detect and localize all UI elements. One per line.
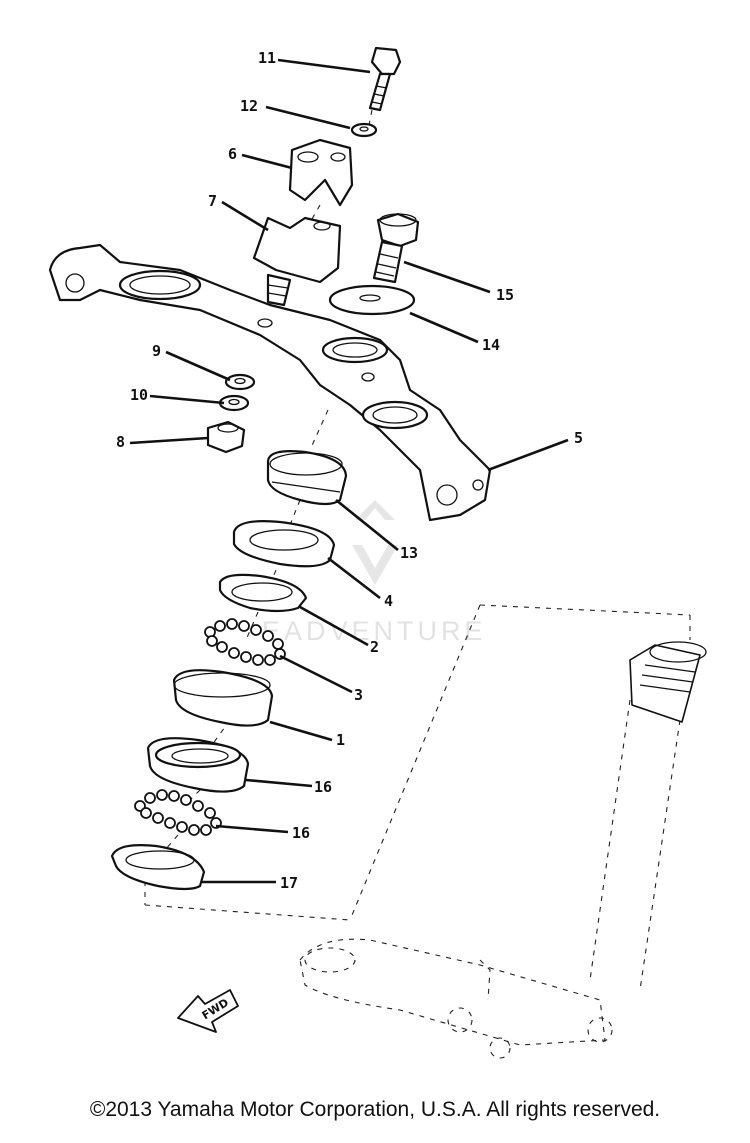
bolt-part-15	[372, 212, 420, 284]
callout-9: 9	[152, 342, 161, 360]
callout-13: 13	[400, 544, 418, 562]
washer-part-14	[328, 284, 416, 316]
callout-10: 10	[130, 386, 148, 404]
watermark-text: EADVENTURE	[262, 616, 487, 646]
callout-2: 2	[370, 638, 379, 656]
callout-16-race: 16	[314, 778, 332, 796]
callout-15-upper: 15	[496, 286, 514, 304]
handlebar-holder-upper-part-6	[288, 138, 354, 207]
cap-nut-part-8	[206, 420, 246, 454]
ball-race-part-1	[172, 669, 274, 727]
bearing-cover-part-4	[232, 520, 336, 568]
ball-bearings-part-16	[134, 789, 222, 836]
dust-seal-part-17	[110, 844, 206, 891]
nut-part-9	[224, 373, 256, 391]
washer-part-10	[218, 394, 250, 412]
callout-12: 12	[240, 97, 258, 115]
callout-4: 4	[384, 592, 393, 610]
watermark-logo: EADVENTURE	[262, 500, 487, 646]
callout-17: 17	[280, 874, 298, 892]
steering-stem	[299, 641, 707, 1059]
callout-labels: 11 12 6 7 15 14 9 10 8 5 13 4 2 3 1 16 1…	[116, 49, 583, 892]
callout-5: 5	[574, 429, 583, 447]
bolt-part-11	[368, 46, 402, 112]
leader-lines	[129, 58, 569, 884]
callout-7: 7	[208, 192, 217, 210]
callout-11: 11	[258, 49, 276, 67]
upper-bracket-part-5	[48, 243, 492, 522]
steering-parts-diagram: EADVENTURE	[48, 46, 707, 1059]
ring-nut-part-13	[266, 450, 348, 506]
washer-part-12	[350, 122, 378, 138]
callout-3: 3	[354, 686, 363, 704]
steering-stem-outline	[144, 604, 691, 921]
ball-race-part-16	[146, 737, 250, 793]
handlebar-holder-lower-part-7	[252, 216, 342, 307]
callout-8: 8	[116, 433, 125, 451]
ball-bearings-part-3	[204, 618, 286, 666]
fwd-arrow-icon: FWD	[177, 989, 239, 1033]
callout-1: 1	[336, 731, 345, 749]
callout-14: 14	[482, 336, 500, 354]
bearing-race-part-2	[218, 573, 308, 613]
callout-6: 6	[228, 145, 237, 163]
callout-16-balls: 16	[292, 824, 310, 842]
copyright-notice: ©2013 Yamaha Motor Corporation, U.S.A. A…	[89, 1098, 661, 1121]
